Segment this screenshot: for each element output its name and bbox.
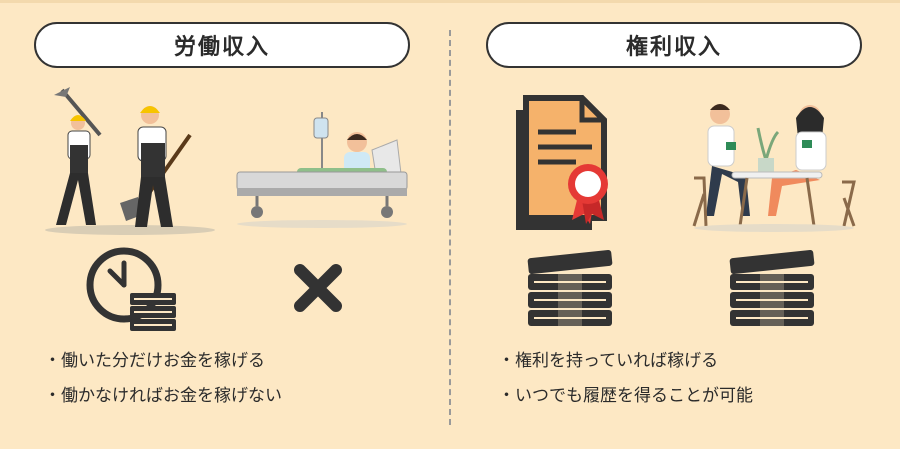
- labor-income-bullets: ・働いた分だけお金を稼げる ・働かなければお金を稼げない: [44, 344, 282, 414]
- cross-icon: [294, 264, 342, 312]
- bullet-item: ・働いた分だけお金を稼げる: [44, 351, 265, 371]
- couple-at-cafe-icon: [692, 104, 856, 232]
- workers-with-tools-icon: [45, 87, 215, 235]
- bullet-item: ・働かなければお金を稼げない: [44, 386, 282, 406]
- money-stack-icon: [729, 249, 815, 328]
- royalty-income-title: 権利収入: [486, 22, 862, 68]
- top-border: [0, 0, 900, 3]
- bullet-item: ・いつでも履歴を得ることが可能: [498, 386, 753, 406]
- money-stack-icon: [130, 293, 176, 331]
- money-stack-icon: [527, 249, 613, 328]
- royalty-income-panel: 権利収入: [450, 0, 900, 449]
- labor-income-title: 労働収入: [34, 22, 410, 68]
- labor-income-panel: 労働収入: [34, 22, 410, 414]
- royalty-income-bullets: ・権利を持っていれば稼げる ・いつでも履歴を得ることが可能: [498, 344, 753, 414]
- panel-divider: [449, 30, 451, 425]
- bullet-item: ・権利を持っていれば稼げる: [498, 351, 719, 371]
- hospital-bed-patient-icon: [236, 112, 408, 228]
- certificate-document-icon: [516, 95, 608, 230]
- clock-icon: [86, 247, 176, 331]
